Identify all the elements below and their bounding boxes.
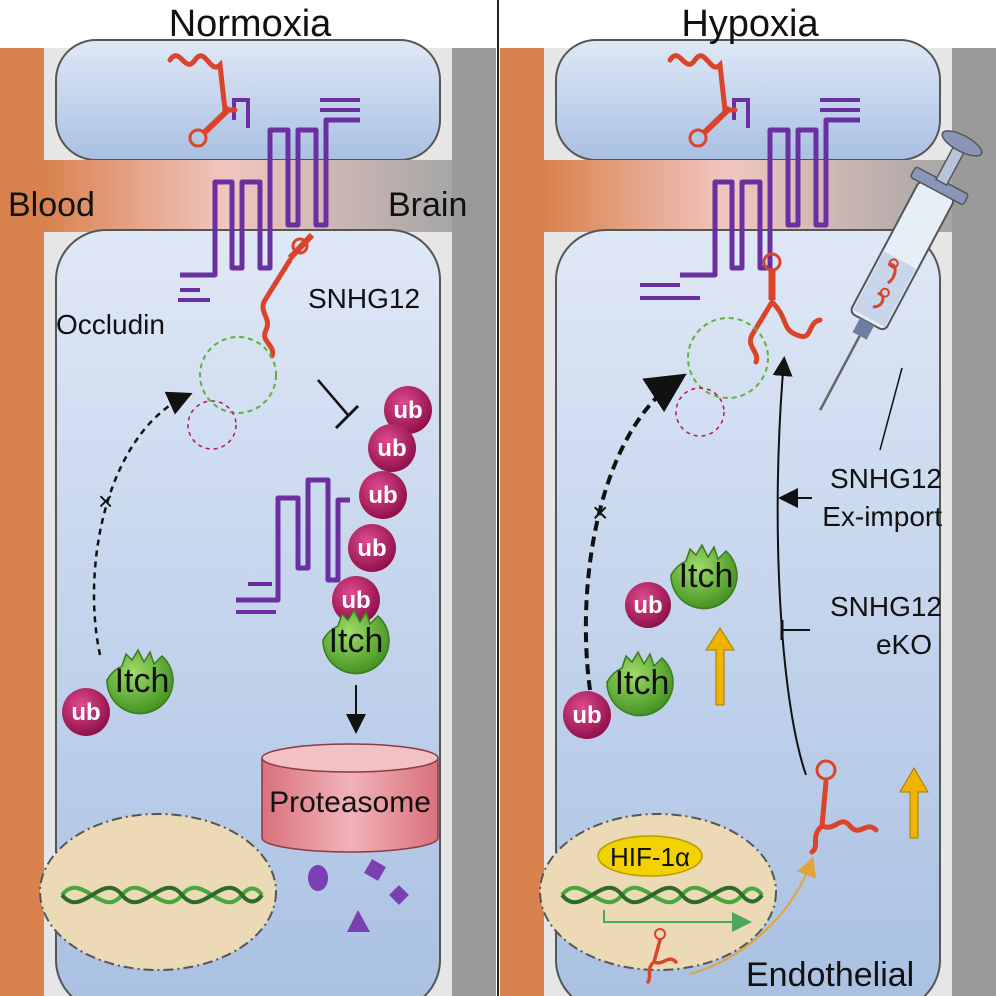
dna-helix-right [560,885,764,905]
arrow-rna-to-junction [772,356,807,776]
dashed-arrow-bold-right [583,373,687,691]
panel-title-right: Hypoxia [681,3,819,45]
eko-label-2: eKO [876,629,932,660]
eko-label-1: SNHG12 [830,591,942,622]
blood-label: Blood [8,186,95,224]
ub-lower-right [563,691,611,739]
inhibition-line-left [317,379,349,416]
brain-label: Brain [388,186,467,224]
block-cross-left: × [98,486,113,516]
brain-wall-right [952,48,996,996]
ub-mid-right [625,582,671,628]
snhg12-rna-cyto [260,257,293,359]
ub-outline-inactive [187,400,237,450]
snhg12-rna-top-right [667,53,738,113]
itch-outline-inactive [199,336,277,414]
itch-outline-right [687,317,769,399]
itch-label-bound: Itch [329,622,384,660]
increase-arrow-rna [899,767,929,839]
ub-chain: ub ub ub ub ub [332,386,432,624]
degradation-fragments [308,859,409,932]
transcription-arrow [603,910,752,932]
blood-vessel-wall-left [0,48,44,996]
ub-label-3: ub [368,482,397,509]
dashed-arrow-blocked [92,391,193,656]
block-cross-right: × [592,497,608,528]
lower-endothelial-cell-right [555,229,941,996]
small-rna-transcript [646,938,678,984]
snhg12-rna-top [167,53,238,113]
hypoxia-panel: × Itch ub Itch ub SNHG12 Ex-import SNHG1… [500,3,996,996]
cell-junction-right [544,160,952,232]
endothelial-label: Endothelial [746,956,914,994]
occludin-protein [180,117,360,278]
dna-helix-left [60,885,264,905]
ub-label-mid-right: ub [633,592,662,619]
proteasome [261,743,439,853]
occludin-free [236,477,350,603]
snhg12-label-left: SNHG12 [308,283,420,314]
ub-label-free-left: ub [71,699,100,726]
proteasome-label: Proteasome [269,786,431,819]
ub-label-5: ub [341,587,370,614]
ex-import-label-2: Ex-import [822,501,942,532]
panel-title-left: Normoxia [169,3,332,45]
ub-label-2: ub [377,435,406,462]
blood-vessel-wall-right [500,48,544,996]
ub-label-4: ub [357,535,386,562]
ub-free-left [62,688,110,736]
normoxia-panel: × ub ub ub ub ub Itch Proteasom [0,3,496,996]
ub-label-lower-right: ub [572,702,601,729]
hif-1a-icon [597,835,703,877]
occludin-protein-right [680,117,860,278]
brain-wall-left [452,48,496,996]
export-arrow [689,856,816,975]
increase-arrow-itch [705,627,735,706]
ex-import-label-1: SNHG12 [830,463,942,494]
syringe-icon [819,130,983,411]
occludin-label: Occludin [56,309,165,340]
snhg12-rna-cyto-right [748,299,823,365]
itch-label-free-left: Itch [115,662,170,700]
snhg12-rna-induced [809,779,879,855]
ub-label-1: ub [393,397,422,424]
cell-junction [44,160,452,232]
itch-label-lower-right: Itch [615,664,670,702]
hif-label: HIF-1α [610,842,690,872]
itch-label-upper-right: Itch [679,557,734,595]
